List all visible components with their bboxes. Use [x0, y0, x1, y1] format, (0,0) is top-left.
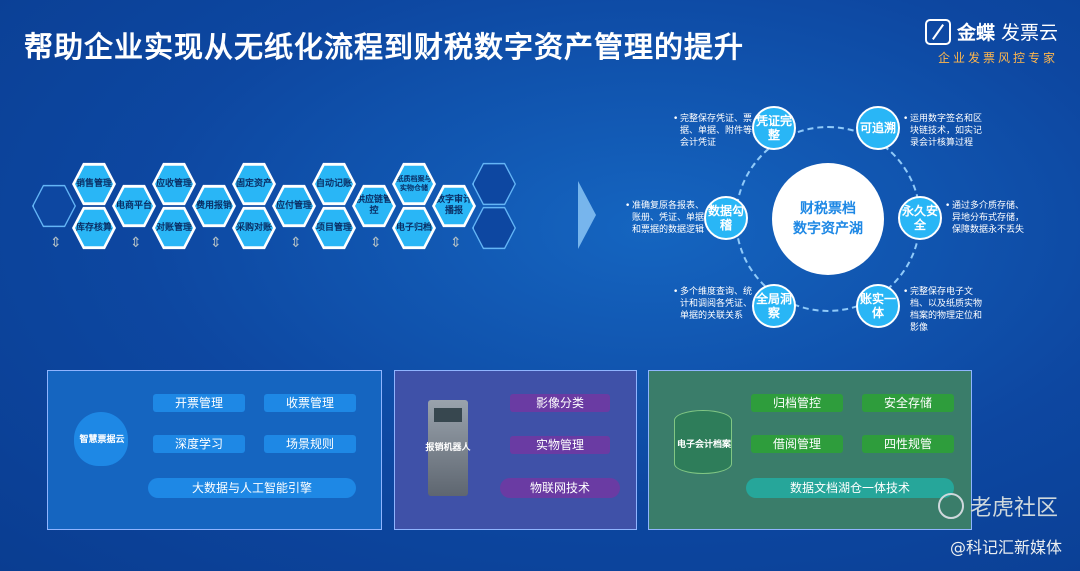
node-secure: 永久安全 — [898, 196, 942, 240]
panel3-label: 电子会计档案 — [676, 440, 731, 450]
updown-arrow-icon: ⇕ — [210, 235, 222, 251]
hex-item: 销售管理 — [72, 162, 116, 206]
hex-item: 费用报销 — [192, 184, 236, 228]
brand-tagline: 企业发票风控专家 — [937, 51, 1058, 65]
chip-issue-invoice: 开票管理 — [153, 394, 245, 412]
updown-arrow-icon: ⇕ — [370, 235, 382, 251]
chip-scene-rules: 场景规则 — [264, 435, 356, 453]
hub-line2: 数字资产湖 — [793, 221, 863, 237]
updown-arrow-icon: ⇕ — [450, 235, 462, 251]
database-icon — [674, 410, 732, 474]
cloud-icon — [74, 412, 128, 466]
node-traceable: 可追溯 — [856, 106, 900, 150]
hex-item: 应付管理 — [272, 184, 316, 228]
hub-circle: 财税票档 数字资产湖 — [772, 163, 884, 275]
desc-insight: 多个维度查询、统计和调阅各凭证、单据的关联关系 — [673, 286, 752, 322]
hex-item: 供应链管控 — [352, 184, 396, 228]
hub-line1: 财税票档 — [800, 201, 856, 217]
updown-arrow-icon: ⇕ — [130, 235, 142, 251]
chip-borrow-mgmt: 借阅管理 — [751, 435, 843, 453]
watermark: 老虎社区 — [937, 490, 1058, 522]
desc-account-unity: 完整保存电子文档、以及纸质实物档案的物理定位和影像 — [903, 286, 982, 334]
desc-voucher: 完整保存凭证、票据、单据、附件等会计凭证 — [673, 113, 752, 149]
chip-archive-control: 归档管控 — [751, 394, 843, 412]
hex-item: 数字审计播报 — [432, 184, 476, 228]
desc-traceable: 运用数字签名和区块链技术，如实记录会计核算过程 — [903, 113, 982, 149]
hex-item: 纸质档案与实物仓储 — [392, 162, 436, 206]
hex-item: 采购对账 — [232, 206, 276, 250]
node-voucher: 凭证完整 — [752, 106, 796, 150]
chip-iot: 物联网技术 — [500, 478, 620, 498]
chip-deep-learning: 深度学习 — [153, 435, 245, 453]
chip-physical-mgmt: 实物管理 — [510, 436, 610, 454]
hex-outline — [32, 184, 76, 228]
chevron-right-icon — [578, 181, 596, 249]
hex-item: 固定资产 — [232, 162, 276, 206]
brand-block: 金蝶 发票云 企业发票风控专家 — [924, 18, 1058, 66]
desc-data-check: 准确复原各报表、账册、凭证、单据和票据的数据逻辑 — [625, 200, 704, 236]
hex-item: 库存核算 — [72, 206, 116, 250]
chip-lakehouse: 数据文档湖仓一体技术 — [746, 478, 954, 498]
panel2-label: 报销机器人 — [425, 443, 471, 453]
chip-secure-storage: 安全存储 — [862, 394, 954, 412]
hex-item: 对账管理 — [152, 206, 196, 250]
hex-item: 项目管理 — [312, 206, 356, 250]
signature: @科记汇新媒体 — [949, 538, 1062, 557]
desc-secure: 通过多介质存储、异地分布式存储，保障数据永不丢失 — [945, 200, 1024, 236]
chip-receive-invoice: 收票管理 — [264, 394, 356, 412]
brand-sub: 发票云 — [1000, 22, 1058, 44]
robot-icon — [428, 400, 468, 496]
node-account-unity: 账实一体 — [856, 284, 900, 328]
page-title: 帮助企业实现从无纸化流程到财税数字资产管理的提升 — [24, 30, 745, 64]
updown-arrow-icon: ⇕ — [290, 235, 302, 251]
node-insight: 全局洞察 — [752, 284, 796, 328]
chip-ai-engine: 大数据与人工智能引擎 — [148, 478, 356, 498]
hex-item: 电子归档 — [392, 206, 436, 250]
brand-name: 金蝶 — [956, 22, 995, 44]
node-data-check: 数据勾稽 — [704, 196, 748, 240]
chip-four-rules: 四性规管 — [862, 435, 954, 453]
chip-image-classify: 影像分类 — [510, 394, 610, 412]
hex-item: 电商平台 — [112, 184, 156, 228]
panel1-label: 智慧票据云 — [79, 435, 125, 445]
updown-arrow-icon: ⇕ — [50, 235, 62, 251]
hex-outline — [472, 162, 516, 206]
hex-item: 自动记账 — [312, 162, 356, 206]
brand-logo-icon — [924, 18, 951, 45]
watermark-logo-icon — [937, 493, 964, 519]
watermark-text: 老虎社区 — [969, 496, 1058, 521]
hex-item: 应收管理 — [152, 162, 196, 206]
hex-outline — [472, 206, 516, 250]
